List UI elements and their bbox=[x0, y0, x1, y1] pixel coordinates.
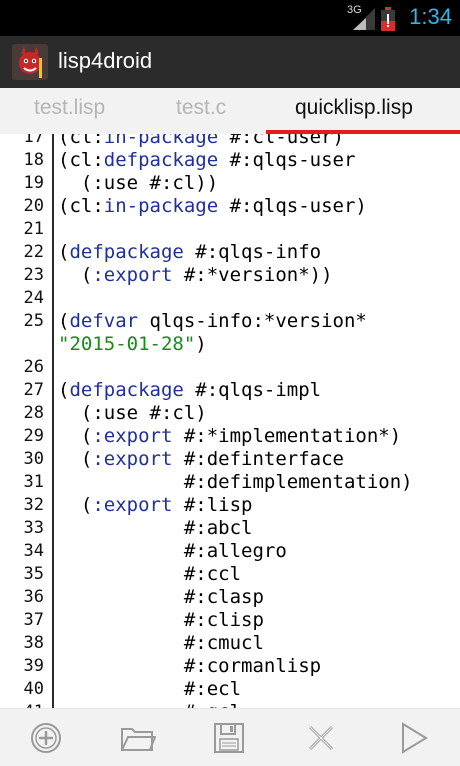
run-icon[interactable] bbox=[395, 720, 431, 756]
code-text: (defpackage #:qlqs-impl bbox=[58, 379, 322, 401]
line-number: 33 bbox=[23, 518, 44, 538]
network-type: 3G bbox=[347, 4, 362, 16]
line-number: 40 bbox=[23, 679, 44, 699]
code-line[interactable]: 36 #:clasp bbox=[0, 586, 460, 609]
line-number: 18 bbox=[23, 150, 44, 170]
code-text: "2015-01-28") bbox=[58, 333, 207, 355]
code-text: (:export #:*implementation*) bbox=[58, 425, 402, 447]
save-icon[interactable] bbox=[211, 720, 247, 756]
line-number: 39 bbox=[23, 656, 44, 676]
code-line[interactable]: 29 (:export #:*implementation*) bbox=[0, 425, 460, 448]
line-number: 21 bbox=[23, 219, 44, 239]
code-line[interactable]: 25 (defvar qlqs-info:*version* bbox=[0, 310, 460, 333]
code-text: (:use #:cl) bbox=[58, 402, 207, 424]
devil-app-icon[interactable] bbox=[12, 44, 48, 80]
line-number: 32 bbox=[23, 495, 44, 515]
code-line[interactable]: 30 (:export #:definterface bbox=[0, 448, 460, 471]
code-line[interactable]: 32 (:export #:lisp bbox=[0, 494, 460, 517]
line-number: 37 bbox=[23, 610, 44, 630]
line-number: 25 bbox=[23, 311, 44, 331]
code-line[interactable]: 28 (:use #:cl) bbox=[0, 402, 460, 425]
line-number: 26 bbox=[23, 357, 44, 377]
code-line[interactable]: 40 #:ecl bbox=[0, 678, 460, 701]
tab-test-c[interactable]: test.c bbox=[176, 96, 227, 119]
code-line[interactable]: 26 bbox=[0, 356, 460, 379]
code-text: #:allegro bbox=[58, 540, 287, 562]
code-text: (cl:defpackage #:qlqs-user bbox=[58, 149, 356, 171]
close-icon[interactable] bbox=[303, 720, 339, 756]
code-line[interactable]: 22 (defpackage #:qlqs-info bbox=[0, 241, 460, 264]
tab-bar: test.lisp test.c quicklisp.lisp bbox=[0, 88, 460, 134]
line-number: 34 bbox=[23, 541, 44, 561]
line-number: 29 bbox=[23, 426, 44, 446]
app-title: lisp4droid bbox=[58, 48, 153, 73]
signal-icon bbox=[353, 8, 375, 30]
code-line[interactable]: 37 #:clisp bbox=[0, 609, 460, 632]
code-line[interactable]: 35 #:ccl bbox=[0, 563, 460, 586]
line-number: 20 bbox=[23, 196, 44, 216]
tab-test-lisp[interactable]: test.lisp bbox=[34, 96, 106, 119]
code-text: #:cmucl bbox=[58, 632, 264, 654]
code-text: (defpackage #:qlqs-info bbox=[58, 241, 322, 263]
active-tab-indicator bbox=[266, 130, 460, 134]
line-number: 28 bbox=[23, 403, 44, 423]
line-number: 38 bbox=[23, 633, 44, 653]
line-number: 35 bbox=[23, 564, 44, 584]
code-line[interactable]: 27 (defpackage #:qlqs-impl bbox=[0, 379, 460, 402]
status-bar: 3G 1:34 bbox=[0, 0, 460, 36]
code-line[interactable]: 23 (:export #:*version*)) bbox=[0, 264, 460, 287]
gutter-divider bbox=[52, 134, 54, 708]
action-bar: lisp4droid bbox=[0, 36, 460, 88]
code-text: (:export #:lisp bbox=[58, 494, 253, 516]
code-text: #:clisp bbox=[58, 609, 264, 631]
line-number: 17 bbox=[23, 134, 44, 147]
code-text: (:use #:cl)) bbox=[58, 172, 219, 194]
code-text: #:defimplementation) bbox=[58, 471, 413, 493]
line-number: 22 bbox=[23, 242, 44, 262]
line-number: 19 bbox=[23, 173, 44, 193]
code-line[interactable]: 38 #:cmucl bbox=[0, 632, 460, 655]
tab-quicklisp-lisp[interactable]: quicklisp.lisp bbox=[295, 96, 413, 119]
code-line[interactable]: 21 bbox=[0, 218, 460, 241]
code-line[interactable]: 31 #:defimplementation) bbox=[0, 471, 460, 494]
code-text: #:ccl bbox=[58, 563, 242, 585]
bottom-toolbar bbox=[0, 708, 460, 766]
line-number: 24 bbox=[23, 288, 44, 308]
code-text: #:abcl bbox=[58, 517, 253, 539]
code-line[interactable]: 18 (cl:defpackage #:qlqs-user bbox=[0, 149, 460, 172]
line-number: 30 bbox=[23, 449, 44, 469]
code-text: #:ecl bbox=[58, 678, 242, 700]
code-line[interactable]: 34 #:allegro bbox=[0, 540, 460, 563]
code-text: (:export #:*version*)) bbox=[58, 264, 333, 286]
code-text: (:export #:definterface bbox=[58, 448, 344, 470]
code-line[interactable]: "2015-01-28") bbox=[0, 333, 460, 356]
code-text: #:clasp bbox=[58, 586, 264, 608]
code-text: (cl:in-package #:cl-user) bbox=[58, 134, 344, 148]
code-text: #:gcl bbox=[58, 701, 241, 708]
code-line[interactable]: 41 #:gcl bbox=[0, 701, 460, 708]
battery-icon bbox=[381, 7, 395, 31]
line-number: 31 bbox=[23, 472, 44, 492]
code-line[interactable]: 33 #:abcl bbox=[0, 517, 460, 540]
code-line[interactable]: 24 bbox=[0, 287, 460, 310]
code-line[interactable]: 20 (cl:in-package #:qlqs-user) bbox=[0, 195, 460, 218]
code-line[interactable]: 39 #:cormanlisp bbox=[0, 655, 460, 678]
open-folder-icon[interactable] bbox=[120, 720, 156, 756]
new-file-icon[interactable] bbox=[28, 720, 64, 756]
line-number: 36 bbox=[23, 587, 44, 607]
code-text: (defvar qlqs-info:*version* bbox=[58, 310, 367, 332]
code-text: (cl:in-package #:qlqs-user) bbox=[58, 195, 367, 217]
code-line[interactable]: 17 (cl:in-package #:cl-user) bbox=[0, 134, 460, 149]
code-line[interactable]: 19 (:use #:cl)) bbox=[0, 172, 460, 195]
code-text: #:cormanlisp bbox=[58, 655, 322, 677]
line-number: 41 bbox=[0, 701, 44, 708]
line-number: 23 bbox=[23, 265, 44, 285]
line-number: 27 bbox=[23, 380, 44, 400]
clock: 1:34 bbox=[409, 4, 452, 29]
code-editor[interactable]: 17 (cl:in-package #:cl-user) 18 (cl:defpack… bbox=[0, 134, 460, 708]
